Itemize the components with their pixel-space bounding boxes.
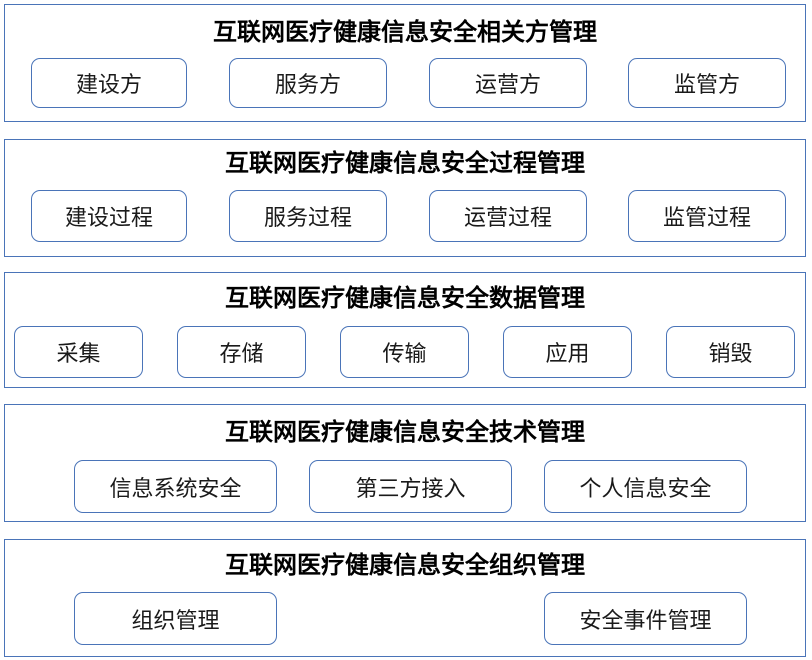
item-personal-information-security: 个人信息安全 xyxy=(544,460,747,513)
item-build-process: 建设过程 xyxy=(31,190,187,242)
item-transmission: 传输 xyxy=(340,326,469,378)
item-third-party-access: 第三方接入 xyxy=(309,460,512,513)
item-service-provider: 服务方 xyxy=(229,58,387,108)
item-service-process: 服务过程 xyxy=(229,190,387,242)
item-security-incident-management: 安全事件管理 xyxy=(544,592,747,645)
item-operator: 运营方 xyxy=(429,58,587,108)
section-stakeholder-management: 互联网医疗健康信息安全相关方管理 建设方 服务方 运营方 监管方 xyxy=(4,4,806,122)
section-title-data: 互联网医疗健康信息安全数据管理 xyxy=(225,284,585,312)
item-application: 应用 xyxy=(503,326,632,378)
section-organization-management: 互联网医疗健康信息安全组织管理 组织管理 安全事件管理 xyxy=(4,539,806,657)
section-title-stakeholder: 互联网医疗健康信息安全相关方管理 xyxy=(213,18,597,46)
section-process-management: 互联网医疗健康信息安全过程管理 建设过程 服务过程 运营过程 监管过程 xyxy=(4,139,806,257)
item-supervision-process: 监管过程 xyxy=(628,190,786,242)
section-data-management: 互联网医疗健康信息安全数据管理 采集 存储 传输 应用 销毁 xyxy=(4,272,806,388)
section-title-organization: 互联网医疗健康信息安全组织管理 xyxy=(225,551,585,579)
item-operation-process: 运营过程 xyxy=(429,190,587,242)
item-builder: 建设方 xyxy=(31,58,187,108)
item-collection: 采集 xyxy=(14,326,143,378)
item-regulator: 监管方 xyxy=(628,58,786,108)
item-information-system-security: 信息系统安全 xyxy=(74,460,277,513)
item-storage: 存储 xyxy=(177,326,306,378)
item-organization-management: 组织管理 xyxy=(74,592,277,645)
item-destruction: 销毁 xyxy=(666,326,795,378)
section-title-process: 互联网医疗健康信息安全过程管理 xyxy=(225,149,585,177)
section-technology-management: 互联网医疗健康信息安全技术管理 信息系统安全 第三方接入 个人信息安全 xyxy=(4,404,806,522)
section-title-technology: 互联网医疗健康信息安全技术管理 xyxy=(225,418,585,446)
